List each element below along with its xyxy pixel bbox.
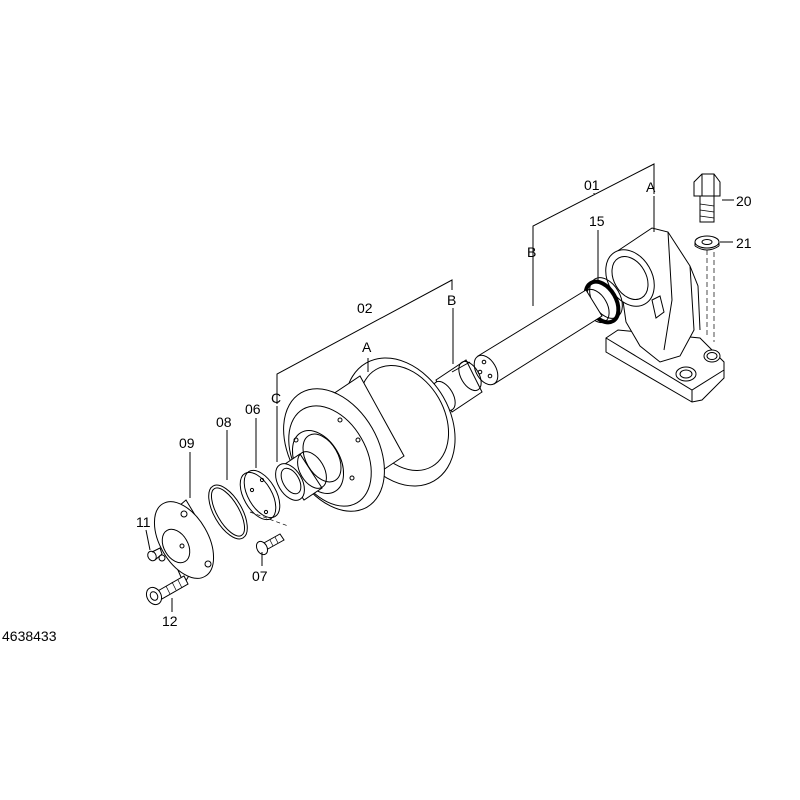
roller	[283, 357, 456, 512]
callout-15: 15	[589, 213, 605, 229]
callout-01: 01	[584, 177, 600, 193]
callout-ref-b-lower: B	[447, 292, 456, 308]
thrust-plate	[239, 469, 281, 521]
drawing-number: 4638433	[2, 628, 57, 644]
callout-21: 21	[736, 235, 752, 251]
callout-12: 12	[162, 613, 178, 629]
leader-lines	[145, 163, 734, 612]
callout-02: 02	[357, 300, 373, 316]
cap-bolt	[145, 575, 189, 606]
callout-11: 11	[136, 514, 151, 530]
callout-08: 08	[216, 414, 232, 430]
callout-ref-c-lower: C	[271, 390, 281, 406]
callout-ref-b-upper: B	[527, 244, 536, 260]
hex-bolt	[693, 173, 721, 223]
screw	[255, 533, 285, 556]
callout-ref-a-upper: A	[646, 179, 656, 195]
callout-06: 06	[245, 401, 261, 417]
plug-screw	[147, 547, 163, 562]
callout-ref-a-lower: A	[362, 339, 372, 355]
callout-09: 09	[179, 435, 195, 451]
o-ring	[208, 484, 248, 540]
callout-labels: 01 A B 15 20 21 02 B A C 06 08 09 11 07 …	[2, 177, 752, 644]
shaft	[432, 289, 603, 413]
washer	[694, 235, 720, 251]
end-cover	[153, 499, 215, 586]
bushing	[275, 451, 327, 501]
callout-20: 20	[736, 193, 752, 209]
callout-07: 07	[252, 568, 268, 584]
bracket-housing	[605, 227, 725, 403]
